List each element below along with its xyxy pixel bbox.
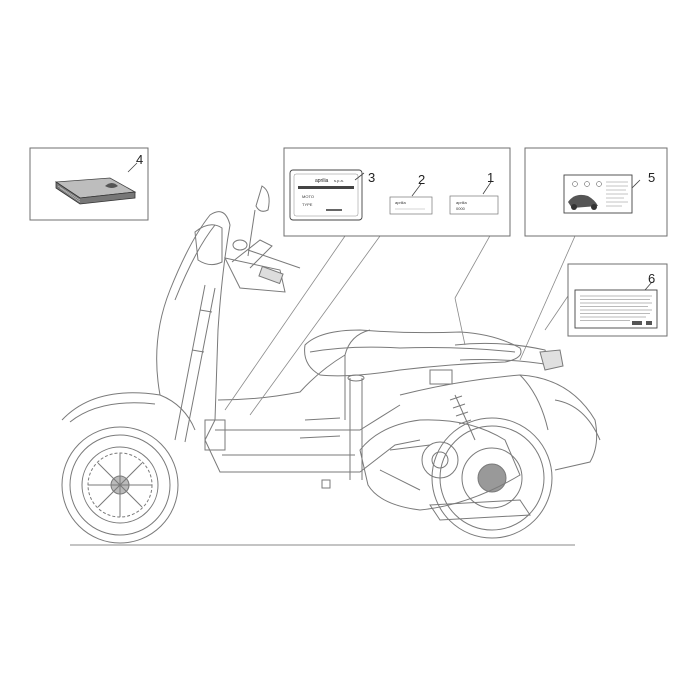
front-fork: [174, 284, 216, 443]
engine-case: [359, 419, 521, 511]
center-body: [217, 354, 346, 420]
callout-number-4: 4: [136, 152, 143, 167]
svg-text:aprilia: aprilia: [315, 178, 329, 184]
callout-number-1: 1: [487, 170, 494, 185]
mirror: [247, 185, 270, 257]
label-decal-2: aprilia: [389, 196, 433, 215]
warning-decal-5: [563, 174, 633, 214]
scooter-illustration: [61, 185, 601, 544]
rear-shock: [449, 394, 476, 441]
part-box-labels-1-3[interactable]: aprilia s.p.a. MOTO TYPE 3 aprilia 2 apr…: [283, 147, 511, 237]
front-wheel: [61, 426, 179, 544]
front-body: [156, 211, 231, 441]
tail-light: [539, 349, 564, 371]
handlebar: [224, 239, 301, 293]
callout-number-5: 5: [648, 170, 655, 185]
leader-lines: [224, 199, 576, 416]
svg-text:s.p.a.: s.p.a.: [334, 178, 344, 183]
headlight: [194, 224, 223, 266]
label-decal-1: aprilia 0000: [449, 195, 499, 215]
svg-text:TYPE: TYPE: [302, 202, 313, 207]
svg-text:0000: 0000: [456, 206, 466, 211]
callout-number-6: 6: [648, 271, 655, 286]
callout-number-2: 2: [418, 172, 425, 187]
svg-text:MOTO: MOTO: [302, 194, 314, 199]
seat: [304, 329, 522, 377]
info-decal-6: [574, 289, 658, 329]
owners-manual-icon: [54, 177, 137, 205]
rear-body: [399, 374, 598, 471]
part-box-6[interactable]: 6: [567, 263, 668, 337]
rear-wheel: [431, 417, 553, 539]
identification-plate-3: aprilia s.p.a. MOTO TYPE: [289, 169, 363, 221]
svg-text:aprilia: aprilia: [395, 200, 406, 205]
part-box-5[interactable]: 5: [524, 147, 668, 237]
floorboard: [204, 439, 421, 473]
part-box-4[interactable]: 4: [29, 147, 149, 221]
callout-number-3: 3: [368, 170, 375, 185]
svg-text:aprilia: aprilia: [456, 200, 467, 205]
front-fender: [61, 392, 196, 431]
exhaust: [429, 499, 531, 521]
